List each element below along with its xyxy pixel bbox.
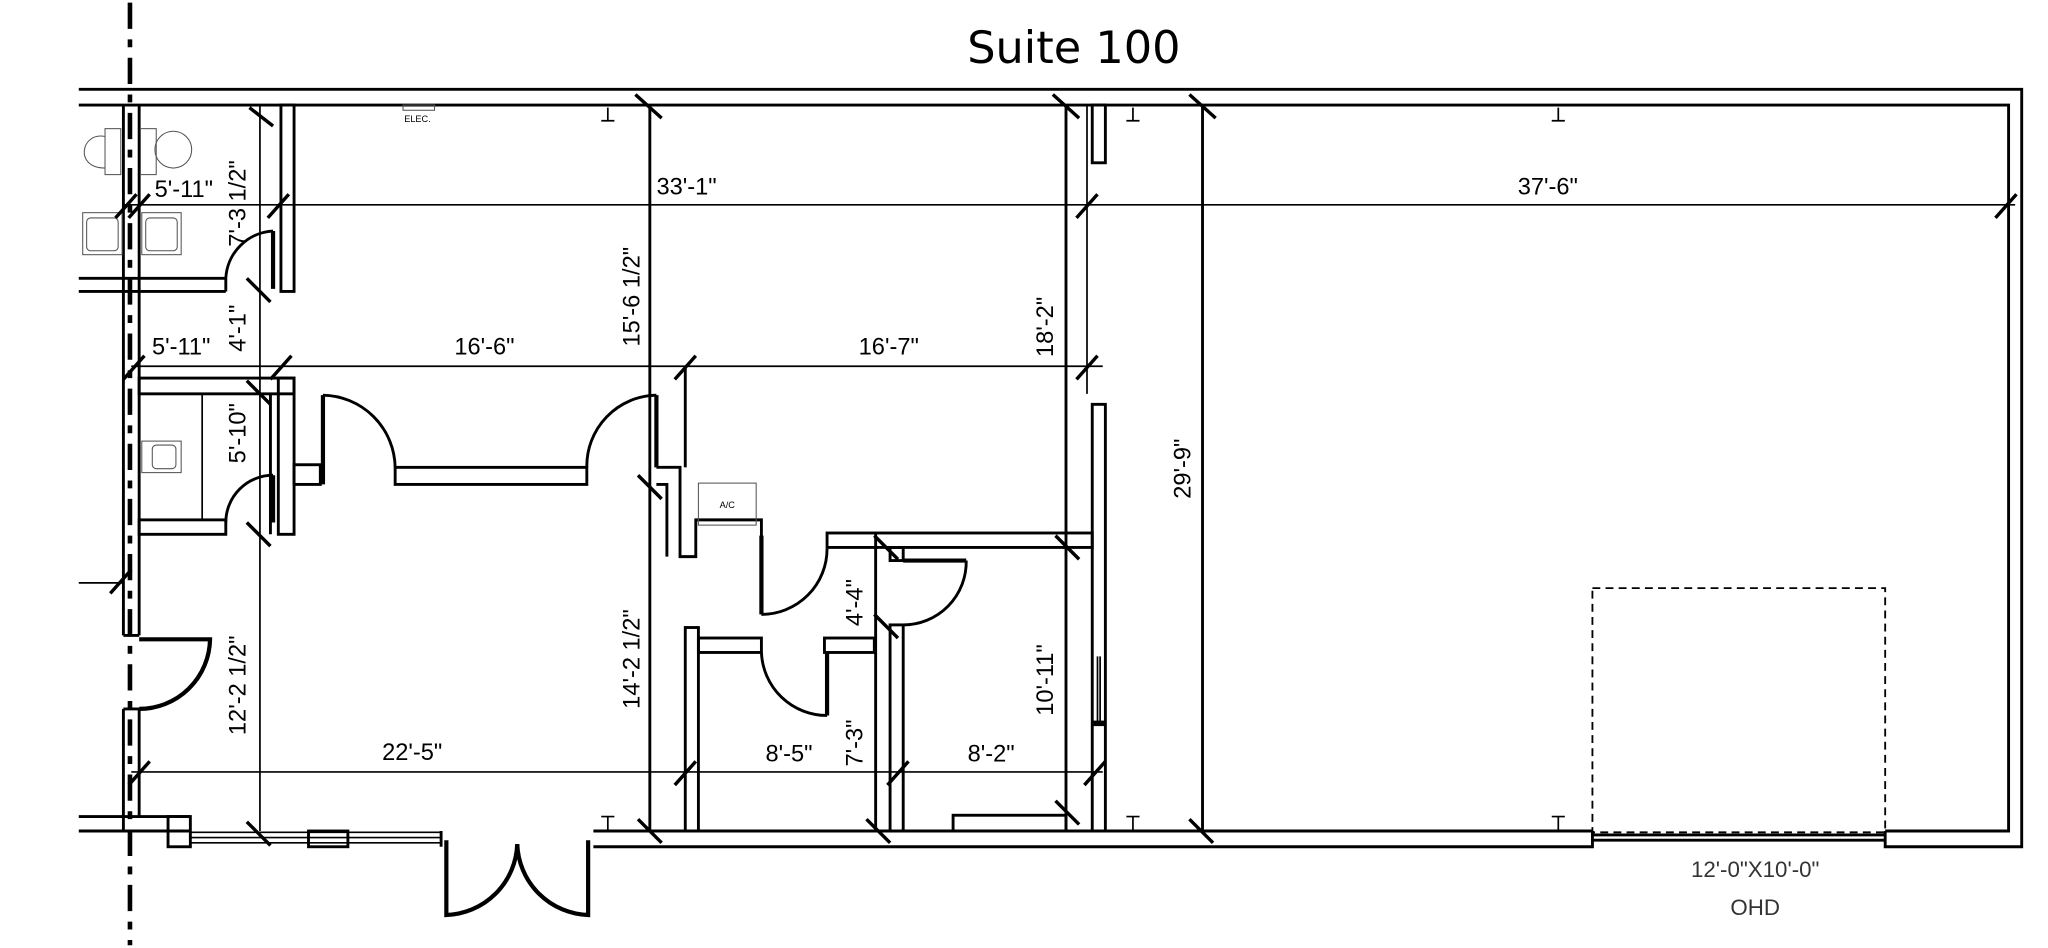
- dim-closet-depth: 4'-4": [843, 579, 869, 626]
- column-markers: [601, 107, 1565, 830]
- toilet-icon: [83, 128, 193, 176]
- sink-icon: [82, 212, 182, 256]
- dim-room-a-width: 8'-5": [765, 741, 812, 767]
- dim-restroom-height: 7'-3 1/2": [225, 160, 251, 246]
- dim-lobby-width: 22'-5": [382, 740, 442, 766]
- kitchen-sink-icon: [141, 440, 182, 474]
- dim-room-a-depth: 7'-3": [843, 720, 869, 767]
- dim-restroom-width: 5'-11": [155, 177, 213, 203]
- dim-office1-width: 16'-6": [454, 334, 514, 360]
- center-rooms: A/C: [656, 103, 1107, 833]
- restrooms: ELEC.: [78, 103, 436, 293]
- overhead-door-outline: [1591, 587, 1887, 834]
- dim-warehouse-depth: 29'-9": [1171, 439, 1197, 499]
- break-room: [137, 376, 296, 536]
- dim-office-depth: 15'-6 1/2": [619, 247, 645, 347]
- dimension-lines: [123, 105, 2016, 832]
- dim-hall-gap: 4'-1": [225, 305, 251, 352]
- elec-label: ELEC.: [404, 114, 431, 124]
- dim-center-depth: 14'-2 1/2": [619, 609, 645, 709]
- dim-room-b-depth: 10'-11": [1033, 644, 1059, 716]
- office-front-wall: [292, 105, 659, 832]
- ohd-size-label: 12'-0"X10'-0": [1691, 857, 1819, 882]
- dim-front-width: 33'-1": [657, 174, 717, 200]
- dim-warehouse-width: 37'-6": [1518, 174, 1578, 200]
- dim-office2-depth: 18'-2": [1033, 297, 1059, 357]
- ac-label: A/C: [720, 500, 736, 510]
- dim-hall-width: 5'-11": [152, 334, 210, 360]
- suite-title: Suite 100: [967, 22, 1180, 74]
- dimension-ticks: [108, 93, 2018, 847]
- dim-room-b-width: 8'-2": [968, 741, 1015, 767]
- dimension-labels: 5'-11" 7'-3 1/2" 33'-1" 37'-6" 5'-11" 4'…: [152, 160, 1578, 767]
- exterior-walls: [78, 87, 2024, 918]
- dim-breakroom-depth: 5'-10": [225, 403, 251, 463]
- ohd-type-label: OHD: [1730, 895, 1780, 920]
- left-walls: [78, 105, 213, 832]
- dim-office2-width: 16'-7": [859, 334, 919, 360]
- dim-lobby-depth: 12'-2 1/2": [225, 635, 251, 735]
